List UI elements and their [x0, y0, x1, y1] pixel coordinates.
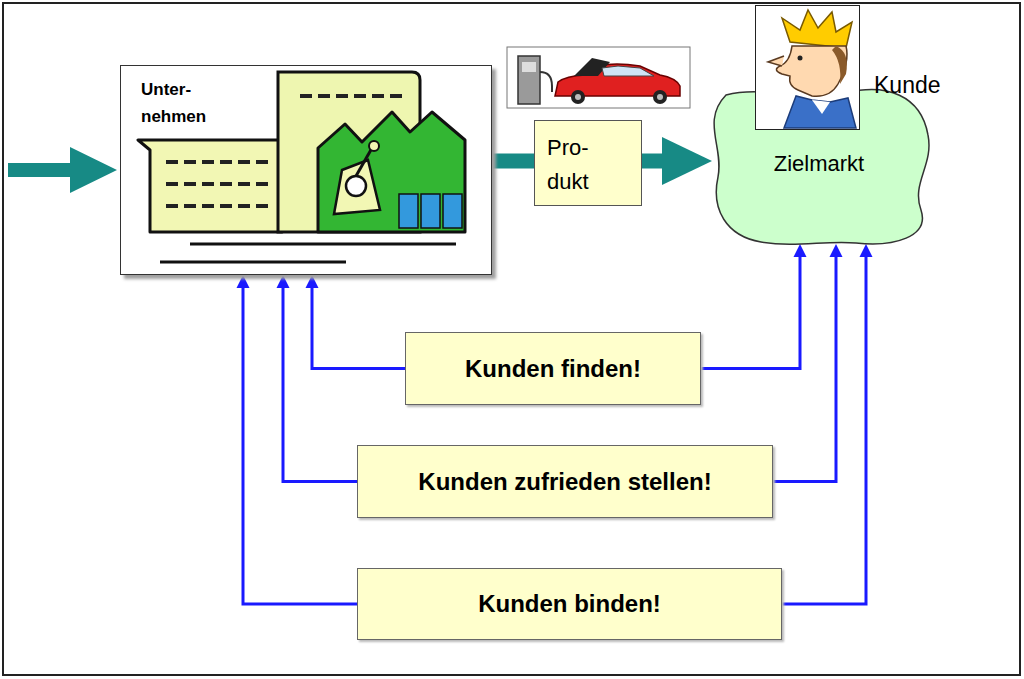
arrow-head	[794, 244, 807, 257]
feedback-arrow	[773, 244, 843, 482]
connector-line	[312, 287, 405, 369]
product-picture	[507, 47, 690, 108]
feedback-arrow	[306, 275, 406, 369]
goal-box: Kunden zufrieden stellen!	[357, 445, 773, 518]
arrow-head	[306, 275, 319, 288]
arrow-head	[830, 244, 843, 257]
customer-picture-box: Kunde	[755, 5, 860, 130]
feedback-arrow	[782, 244, 873, 604]
connector-line	[701, 256, 800, 369]
feedback-arrow	[277, 275, 358, 482]
product-label: Pro- dukt	[547, 131, 627, 199]
connector-line	[243, 287, 357, 604]
feedback-arrow	[237, 275, 358, 604]
connector-line	[283, 287, 357, 482]
flow-arrow	[492, 161, 534, 162]
input-arrow	[8, 147, 117, 193]
goal-label: Kunden finden!	[465, 355, 641, 383]
connector-line	[773, 256, 836, 482]
company-label: Unter- nehmen	[141, 76, 221, 130]
flow-arrow	[642, 137, 712, 185]
connector-line	[782, 256, 866, 604]
arrow-head	[237, 275, 250, 288]
customer-label: Kunde	[874, 72, 941, 99]
arrow-head	[277, 275, 290, 288]
goal-box: Kunden finden!	[405, 332, 701, 405]
arrow-head	[662, 137, 712, 185]
connector-line	[492, 154, 534, 169]
goal-label: Kunden zufrieden stellen!	[418, 468, 711, 496]
feedback-arrow	[701, 244, 807, 369]
goal-box: Kunden binden!	[357, 568, 782, 640]
goal-label: Kunden binden!	[478, 590, 661, 618]
market-label: Zielmarkt	[706, 151, 932, 177]
frame	[3, 3, 1020, 675]
arrow-head	[860, 244, 873, 257]
product-box: Pro- dukt	[534, 120, 642, 206]
connector-line	[642, 154, 663, 169]
customer-picture	[768, 10, 856, 128]
factory-illustration	[138, 72, 465, 262]
company-box: Unter- nehmen	[120, 65, 492, 275]
